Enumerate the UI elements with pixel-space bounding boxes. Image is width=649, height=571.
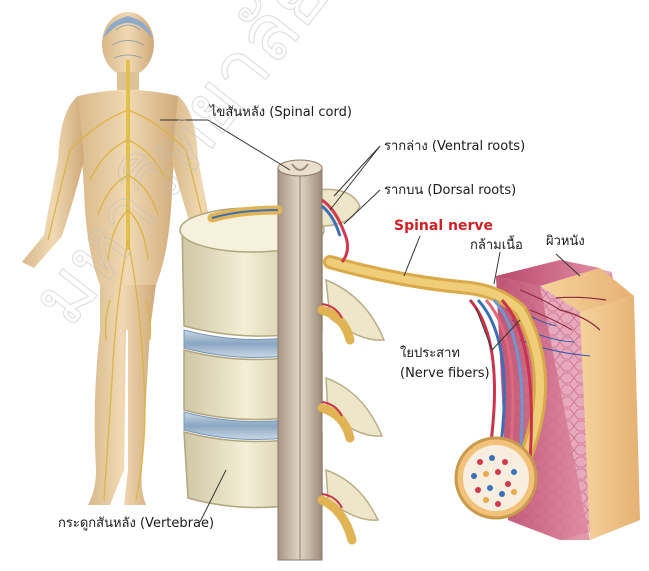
label-dorsal-roots: รากบน (Dorsal roots)	[384, 183, 516, 199]
label-skin: ผิวหนัง	[546, 234, 585, 250]
label-spinal-nerve: Spinal nerve	[394, 218, 493, 234]
label-nerve-fibers-thai: ใยประสาท	[400, 346, 460, 362]
label-ventral-roots: รากล่าง (Ventral roots)	[384, 139, 525, 155]
label-muscle: กล้ามเนื้อ	[470, 238, 523, 254]
label-vertebrae: กระดูกสันหลัง (Vertebrae)	[58, 516, 214, 532]
spinal-cord	[278, 160, 322, 560]
label-nerve-fibers: (Nerve fibers)	[400, 366, 490, 382]
label-spinal-cord: ไขสันหลัง (Spinal cord)	[210, 105, 352, 121]
